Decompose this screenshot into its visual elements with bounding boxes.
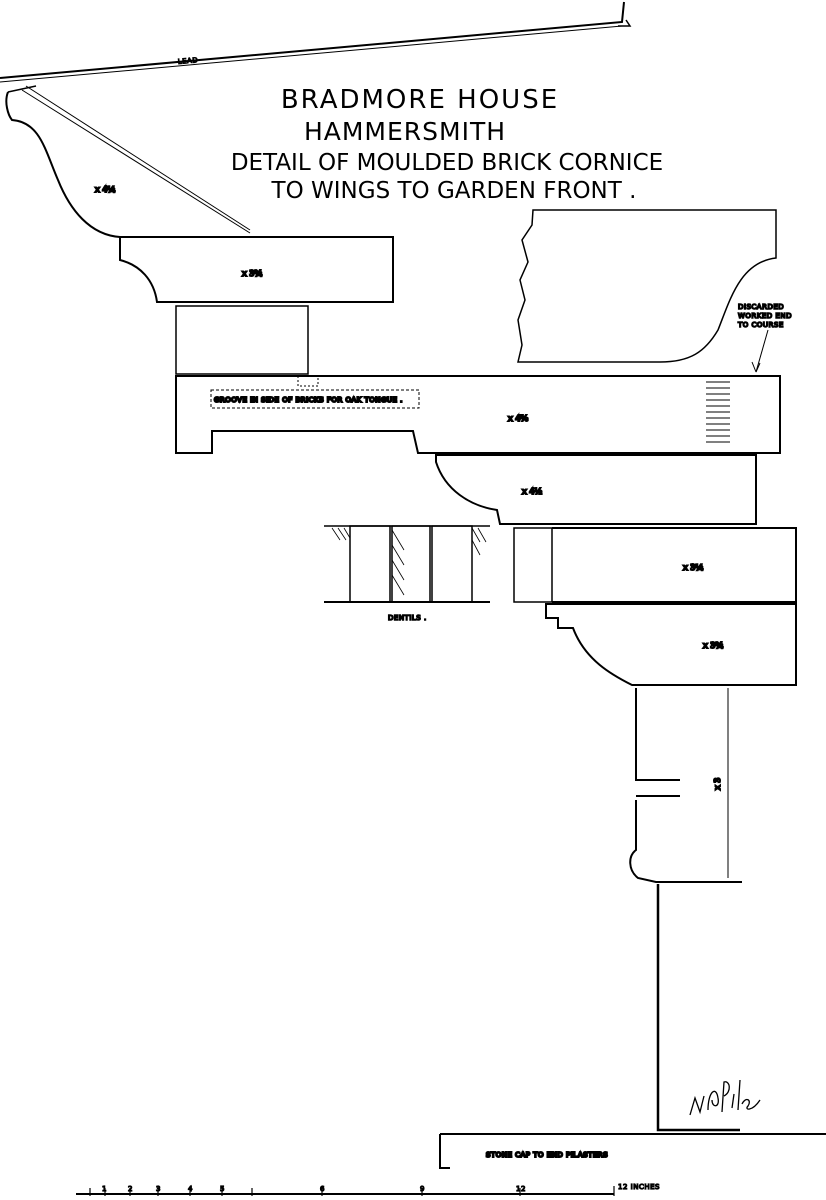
hatched-end [706,381,730,443]
scale-unit: 12 INCHES [618,1183,660,1191]
plain-block [175,305,309,375]
dim-fillet-course: x 3¼ [683,563,703,572]
discarded-label-2: WORKED END [738,312,792,320]
scale-tick-2: 2 [128,1185,133,1193]
lead-roof: LEAD [0,1,632,83]
dim-pilaster: x 3 [713,778,722,790]
scale-tick-5: 5 [220,1185,225,1193]
cove-course: x 3¾ [545,603,797,686]
title-block: BRADMORE HOUSE HAMMERSMITH DETAIL OF MOU… [231,85,663,204]
dentils: DENTILS . [324,525,490,623]
discarded-label-3: TO COURSE [737,321,784,329]
stone-cap: STONE CAP TO END PILASTERS [439,1133,826,1169]
title-line-1: BRADMORE HOUSE [281,85,559,115]
dim-tongue-course: x 4⅝ [508,414,528,423]
scale-tick-6: 6 [320,1185,325,1193]
second-course: x 3¾ [119,236,394,303]
stone-cap-label: STONE CAP TO END PILASTERS [486,1151,608,1159]
scale-bar: 1 2 3 4 5 6 9 12 12 INCHES [76,1182,660,1196]
scale-tick-12: 12 [516,1185,526,1193]
discarded-end-brick: DISCARDED WORKED END TO COURSE [517,209,792,373]
tongue-course: GROOVE IN SIDE OF BRICKS FOR OAK TONGUE … [175,375,781,454]
title-line-2: HAMMERSMITH [304,117,506,146]
dim-second-course: x 3¾ [242,269,262,278]
dentil-hatching [331,527,487,596]
groove-note: GROOVE IN SIDE OF BRICKS FOR OAK TONGUE … [214,396,403,404]
dim-cove-course: x 3¾ [703,641,723,650]
dim-ovolo-course: x 4½ [522,487,542,496]
scale-tick-4: 4 [188,1185,193,1193]
dentils-label: DENTILS . [388,614,427,622]
top-moulded-course: x 4¼ [5,85,251,238]
signature [689,1079,761,1116]
scale-tick-9: 9 [420,1185,425,1193]
discarded-label-1: DISCARDED [738,303,784,311]
pilaster: x 3 [629,688,742,1132]
lead-label: LEAD [177,56,198,66]
dim-top-course: x 4¼ [95,185,115,194]
scale-tick-3: 3 [156,1185,161,1193]
title-line-4: TO WINGS TO GARDEN FRONT . [271,178,637,204]
ovolo-course: x 4½ [435,454,757,525]
scale-tick-1: 1 [102,1185,107,1193]
fillet-course: x 3¼ [513,527,797,603]
title-line-3: DETAIL OF MOULDED BRICK CORNICE [231,150,663,176]
